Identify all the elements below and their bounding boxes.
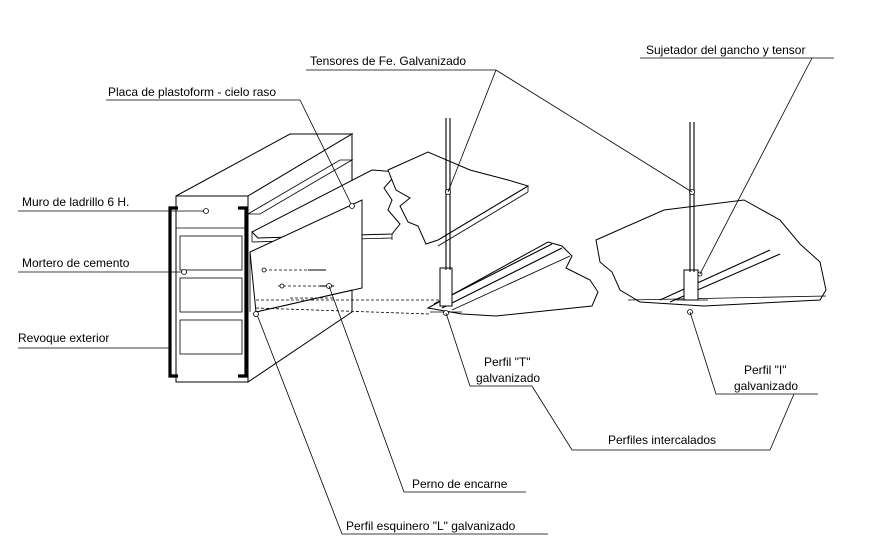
label-perfil-i-1: Perfil "I" [744, 363, 787, 377]
tensor-rod-1 [445, 118, 451, 270]
label-perfil-i-2: galvanizado [734, 379, 798, 393]
label-perfiles-intercalados: Perfiles intercalados [608, 433, 716, 447]
t-profile-rail [426, 241, 599, 317]
label-placa: Placa de plastoform - cielo raso [108, 85, 276, 99]
middle-plate [387, 151, 530, 247]
right-plate [595, 199, 827, 315]
label-revoque: Revoque exterior [18, 331, 109, 345]
label-mortero: Mortero de cemento [22, 256, 130, 270]
label-tensores: Tensores de Fe. Galvanizado [310, 54, 466, 68]
label-perfil-t-1: Perfil "T" [484, 355, 531, 369]
label-perfil-t-2: galvanizado [476, 371, 540, 385]
label-muro: Muro de ladrillo 6 H. [22, 195, 129, 209]
label-sujetador: Sujetador del gancho y tensor [646, 43, 805, 57]
label-perno: Perno de encarne [412, 477, 508, 491]
revoque-lines [168, 206, 248, 378]
leader-lines [18, 57, 834, 535]
tensor-rod-2 [689, 122, 703, 277]
label-perfil-l: Perfil esquinero "L" galvanizado [346, 519, 516, 533]
